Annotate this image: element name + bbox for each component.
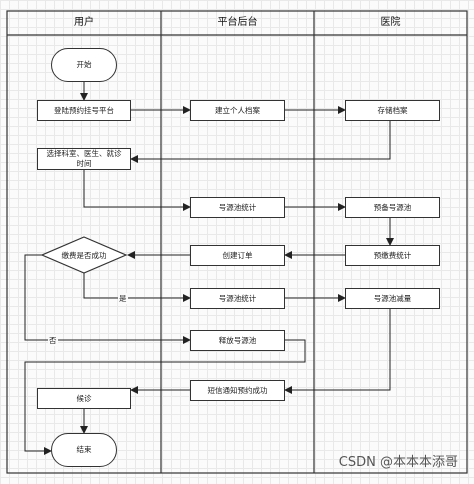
edge-reduce-sms [284, 309, 391, 394]
node-wait: 候诊 [37, 388, 131, 409]
watermark: CSDN @本本本添哥 [338, 455, 458, 470]
node-store-profile: 存储档案 [345, 100, 440, 121]
node-create-order: 创建订单 [190, 245, 285, 266]
swimlane-frame [6, 10, 468, 474]
edge-label-yes: 是 [118, 293, 128, 304]
node-release-pool: 释放号源池 [190, 330, 285, 351]
node-start: 开始 [51, 48, 117, 82]
node-pool-reduce: 号源池减量 [345, 288, 440, 309]
edge-select-pool1 [83, 170, 191, 211]
node-pool-stats-2: 号源池统计 [190, 288, 285, 309]
edge-label-no: 否 [48, 335, 58, 346]
node-prepay-stats: 预缴费统计 [345, 245, 440, 266]
node-login: 登陆预约挂号平台 [37, 100, 131, 121]
node-prep-pool: 预备号源池 [345, 197, 440, 218]
lane-header-user: 用户 [74, 17, 94, 28]
node-select-dept: 选择科室、医生、就诊时间 [37, 148, 131, 170]
edge-release-end [24, 339, 306, 455]
lane-header-platform: 平台后台 [217, 17, 258, 28]
node-payment-check: 缴费是否成功 [61, 251, 107, 260]
edge-decision-yes [83, 273, 191, 302]
edge-decision-no [24, 254, 191, 344]
node-pool-stats-1: 号源池统计 [190, 197, 285, 218]
lane-header-hospital: 医院 [380, 17, 401, 28]
node-create-profile: 建立个人档案 [190, 100, 285, 121]
node-end: 结束 [51, 433, 117, 467]
edge-store-select [130, 121, 391, 163]
node-sms-notify: 短信通知预约成功 [190, 380, 285, 401]
